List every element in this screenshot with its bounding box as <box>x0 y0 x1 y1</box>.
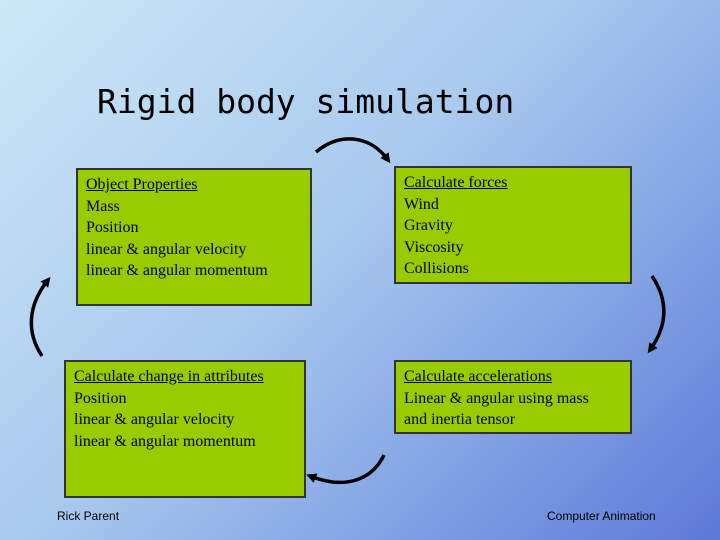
calculate-accelerations-box: Calculate accelerations Linear & angular… <box>394 360 632 434</box>
box-line: Wind <box>404 195 439 213</box>
box-line: Viscosity <box>404 238 464 256</box>
box-line: and inertia tensor <box>404 411 516 428</box>
box-line: Gravity <box>404 217 453 234</box>
box-heading: Calculate change in attributes <box>74 368 264 385</box>
bottom-arrow <box>306 454 386 485</box>
object-properties-box: Object Properties Mass Position linear &… <box>76 168 312 306</box>
box-line: Position <box>74 389 127 407</box>
box-line: linear & angular momentum <box>74 432 256 450</box>
box-line: Linear & angular using mass <box>404 389 589 407</box>
box-line: linear & angular velocity <box>86 240 247 258</box>
box-line: Mass <box>86 197 120 215</box>
right-arrow <box>647 275 666 354</box>
footer-author: Rick Parent <box>57 509 120 523</box>
box-line: Position <box>86 219 139 236</box>
footer-course: Computer Animation <box>547 509 656 523</box>
left-arrow <box>29 276 51 357</box>
box-heading: Object Properties <box>86 176 198 193</box>
calculate-forces-box: Calculate forces Wind Gravity Viscosity … <box>394 166 632 284</box>
calculate-change-box: Calculate change in attributes Position … <box>64 360 306 498</box>
slide-title: Rigid body simulation <box>97 82 515 121</box>
box-line: Collisions <box>404 260 469 277</box>
box-line: linear & angular momentum <box>86 262 268 279</box>
box-line: linear & angular velocity <box>74 411 235 428</box>
box-heading: Calculate forces <box>404 174 508 191</box>
top-arrow <box>314 137 391 164</box>
box-heading: Calculate accelerations <box>404 368 552 385</box>
